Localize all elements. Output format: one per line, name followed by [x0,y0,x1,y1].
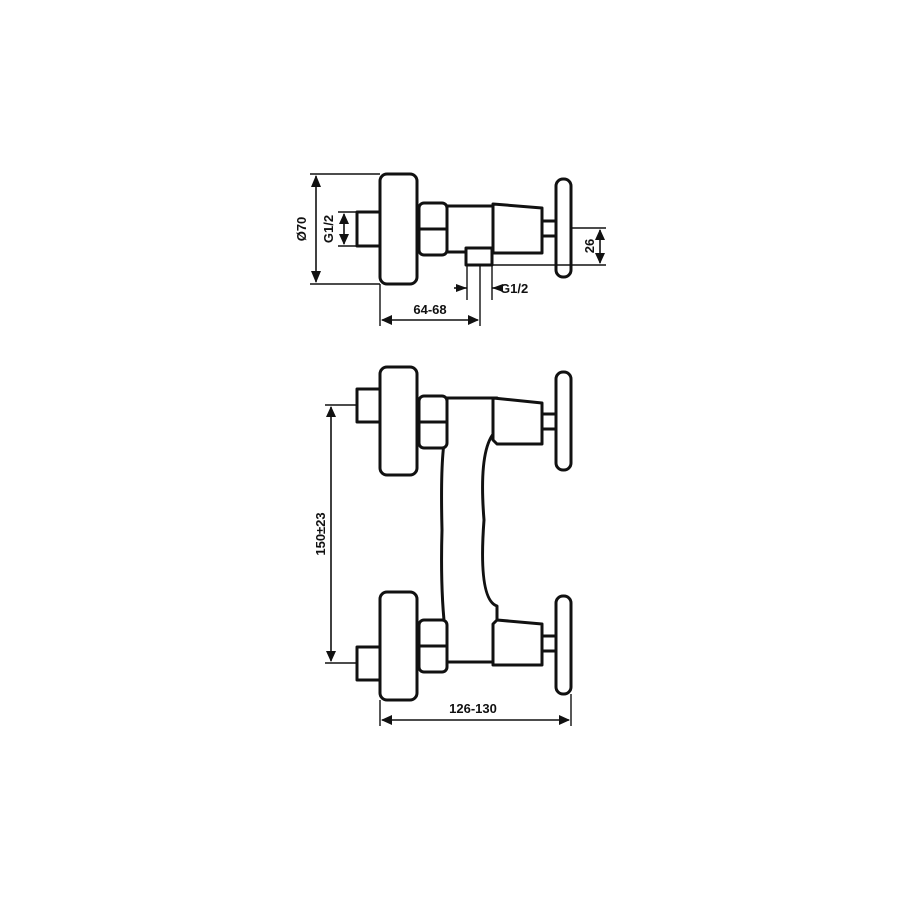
lower-inlet-pipe [355,645,384,682]
wall-flange [378,172,419,286]
lower-valve-taper [491,618,544,667]
body-cylinder [445,204,495,254]
upper-flange [378,365,419,477]
lower-flange [378,590,419,702]
outlet-nipple [464,246,494,267]
dim-inlet-spacing-label: 150±23 [313,512,328,555]
upper-valve-taper [491,396,544,446]
dim-handle-offset-label: 26 [582,239,597,253]
cross-handle [554,177,573,279]
valve-taper [491,202,544,255]
inlet-pipe [355,210,384,248]
side-view [355,172,573,286]
mixer-body [440,396,499,664]
lower-spindle [540,634,558,653]
front-view [355,365,573,702]
dim-overall-width-label: 126-130 [449,701,497,716]
upper-spindle [540,412,558,431]
lower-handle [554,594,573,696]
upper-inlet-pipe [355,387,384,424]
spindle [540,219,558,238]
dim-diameter-label: Ø70 [294,217,309,242]
dim-outlet-thread-label: G1/2 [500,281,528,296]
dim-projection-label: 64-68 [413,302,446,317]
dim-inlet-thread-label: G1/2 [321,215,336,243]
upper-handle [554,370,573,472]
front-view-dimensions: 150±23 126-130 [313,404,572,726]
side-view-dimensions: Ø70 G1/2 26 G1/2 64-68 [294,173,606,326]
